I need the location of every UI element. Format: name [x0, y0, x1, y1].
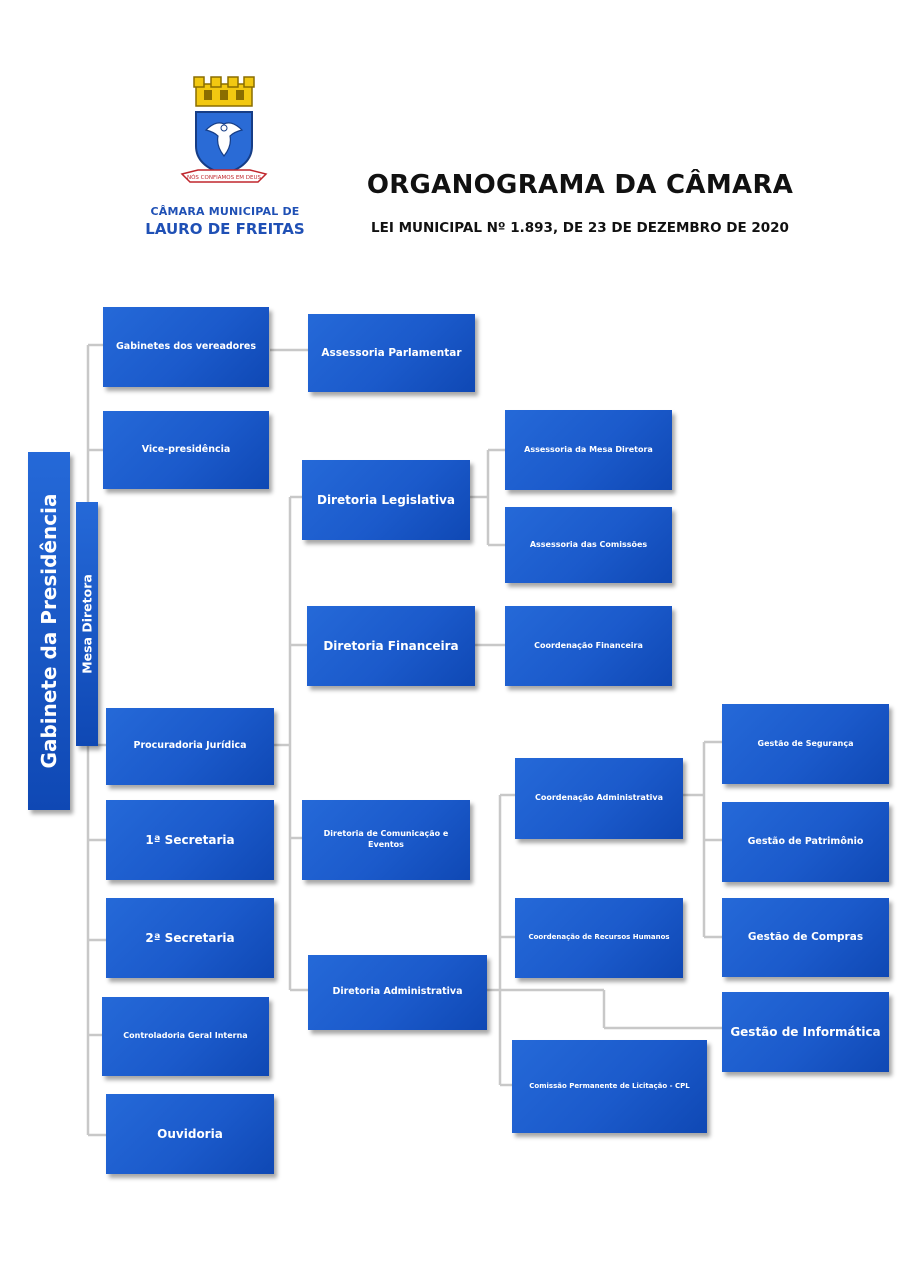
box-diretoria-comunicacao: Diretoria de Comunicação e Eventos	[302, 800, 470, 880]
box-coordenacao-administrativa: Coordenação Administrativa	[515, 758, 683, 839]
box-gestao-informatica: Gestão de Informática	[722, 992, 889, 1072]
box-comissao-licitacao: Comissão Permanente de Licitação - CPL	[512, 1040, 707, 1133]
box-assessoria-parlamentar: Assessoria Parlamentar	[308, 314, 475, 392]
page-subtitle: LEI MUNICIPAL Nº 1.893, DE 23 DE DEZEMBR…	[371, 220, 789, 236]
box-controladoria: Controladoria Geral Interna	[102, 997, 269, 1076]
box-procuradoria-juridica: Procuradoria Jurídica	[106, 708, 274, 785]
box-gestao-seguranca: Gestão de Segurança	[722, 704, 889, 784]
coat-of-arms-logo: NÓS CONFIAMOS EM DEUS	[180, 76, 268, 183]
box-ouvidoria: Ouvidoria	[106, 1094, 274, 1174]
box-coordenacao-financeira: Coordenação Financeira	[505, 606, 672, 686]
box-diretoria-legislativa: Diretoria Legislativa	[302, 460, 470, 540]
box-gestao-patrimonio: Gestão de Patrimônio	[722, 802, 889, 882]
institution-name-line1: CÂMARA MUNICIPAL DE	[150, 205, 300, 218]
institution-name-line2: LAURO DE FREITAS	[145, 220, 305, 238]
box-assessoria-comissoes: Assessoria das Comissões	[505, 507, 672, 583]
box-primeira-secretaria: 1ª Secretaria	[106, 800, 274, 880]
box-diretoria-financeira: Diretoria Financeira	[307, 606, 475, 686]
mesa-diretora-box: Mesa Diretora	[76, 502, 98, 746]
logo-motto: NÓS CONFIAMOS EM DEUS	[187, 174, 262, 181]
gabinete-presidencia-box: Gabinete da Presidência	[28, 452, 70, 810]
mesa-diretora-label: Mesa Diretora	[79, 574, 95, 674]
box-vice-presidencia: Vice-presidência	[103, 411, 269, 489]
page-title: ORGANOGRAMA DA CÂMARA	[366, 170, 794, 200]
box-segunda-secretaria: 2ª Secretaria	[106, 898, 274, 978]
box-gestao-compras: Gestão de Compras	[722, 898, 889, 977]
box-assessoria-mesa: Assessoria da Mesa Diretora	[505, 410, 672, 490]
box-diretoria-administrativa: Diretoria Administrativa	[308, 955, 487, 1030]
box-coordenacao-rh: Coordenação de Recursos Humanos	[515, 898, 683, 978]
box-gabinetes-vereadores: Gabinetes dos vereadores	[103, 307, 269, 387]
gabinete-presidencia-label: Gabinete da Presidência	[37, 493, 61, 769]
